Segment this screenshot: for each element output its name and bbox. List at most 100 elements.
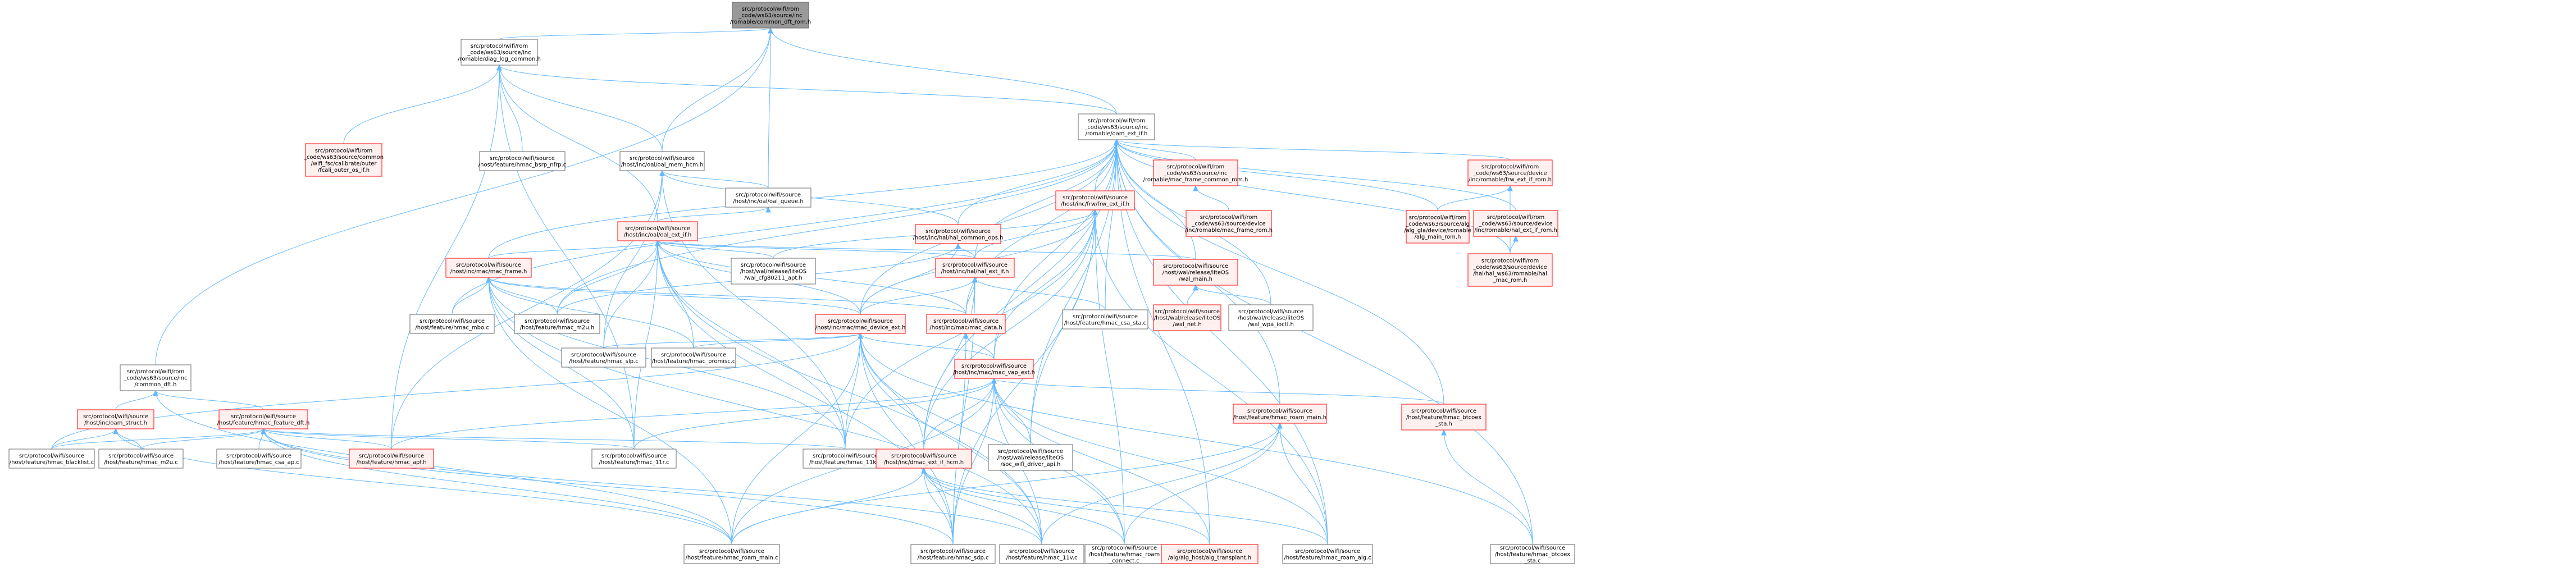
file-node-label: src/protocol/wifi/source — [231, 414, 296, 420]
file-node-frw-ext-if[interactable]: src/protocol/wifi/source/host/inc/frw/fr… — [1055, 190, 1135, 211]
file-node-wifi-fsc[interactable]: src/protocol/wifi/rom_code/ws63/source/c… — [303, 143, 384, 177]
file-node-hmac-roam-alg[interactable]: src/protocol/wifi/source/host/feature/hm… — [1282, 544, 1373, 564]
file-node-box — [1233, 404, 1327, 424]
file-node-oal-queue[interactable]: src/protocol/wifi/source/host/inc/oal/oa… — [725, 187, 811, 208]
file-node-label: /host/feature/hmac_11v.c — [1006, 555, 1077, 561]
file-node-label: /inc/romable/hal_ext_if_rom.h — [1474, 227, 1557, 234]
file-node-common-dft[interactable]: src/protocol/wifi/rom_code/ws63/source/i… — [120, 364, 192, 391]
file-node-hmac-feature-dft[interactable]: src/protocol/wifi/source/host/feature/hm… — [217, 409, 310, 429]
file-node-label: src/protocol/wifi/rom — [742, 6, 800, 12]
file-node-label: src/protocol/wifi/source — [525, 318, 590, 324]
file-node-frw-ext-if-rom[interactable]: src/protocol/wifi/rom_code/ws63/source/d… — [1467, 159, 1553, 186]
file-node-oal-ext-if[interactable]: src/protocol/wifi/source/host/inc/oal/oa… — [617, 221, 698, 241]
include-edge — [657, 240, 975, 259]
include-edge — [1437, 185, 1511, 211]
include-edge — [657, 240, 1196, 260]
file-node-box — [409, 314, 495, 334]
file-node-box — [1401, 404, 1487, 431]
include-edge — [1195, 185, 1229, 211]
include-edge — [263, 428, 846, 450]
include-edge — [1116, 139, 1511, 161]
file-node-mac-rom[interactable]: src/protocol/wifi/rom_code/ws63/source/d… — [1467, 253, 1553, 287]
include-edge — [1095, 209, 1328, 545]
file-node-hmac-csa-ap[interactable]: src/protocol/wifi/source/host/feature/hm… — [216, 449, 302, 469]
file-node-hmac-apf-h[interactable]: src/protocol/wifi/source/host/feature/hm… — [349, 449, 434, 469]
file-node-box — [1153, 159, 1238, 186]
include-edge — [662, 170, 846, 450]
file-node-hmac-m2u-c[interactable]: src/protocol/wifi/source/host/feature/hm… — [98, 449, 184, 469]
file-node-hal-common-ops[interactable]: src/protocol/wifi/source/host/inc/hal/ha… — [913, 224, 1004, 244]
file-node-cfg80211-api[interactable]: src/protocol/wifi/source/host/wal/releas… — [731, 258, 816, 285]
file-node-hmac-sdp[interactable]: src/protocol/wifi/source/host/feature/hm… — [910, 544, 996, 564]
file-node-label: src/protocol/wifi/source — [1073, 314, 1138, 320]
include-edge — [923, 209, 1096, 450]
include-edge — [974, 209, 1096, 259]
file-node-label: src/protocol/wifi/source — [1009, 548, 1074, 555]
file-node-hmac-btcoex-sta-h[interactable]: src/protocol/wifi/source/host/feature/hm… — [1401, 404, 1487, 431]
file-node-hmac-11r[interactable]: src/protocol/wifi/source/host/feature/hm… — [591, 449, 677, 469]
file-node-oam-ext-if[interactable]: src/protocol/wifi/rom_code/ws63/source/i… — [1078, 113, 1155, 140]
file-node-box — [77, 409, 154, 429]
file-node-label: /host/feature/hmac_apf.h — [356, 459, 426, 465]
file-node-oal-mem-hcm[interactable]: src/protocol/wifi/source/host/inc/oal/oa… — [619, 151, 705, 171]
include-edge — [499, 65, 523, 152]
file-node-hmac-blacklist[interactable]: src/protocol/wifi/source/host/feature/hm… — [8, 449, 95, 469]
file-node-hmac-m2u-h[interactable]: src/protocol/wifi/source/host/feature/hm… — [514, 314, 600, 334]
file-node-hal-ext-if-rom[interactable]: src/protocol/wifi/rom_code/ws63/source/d… — [1473, 210, 1558, 237]
include-edge — [952, 378, 995, 545]
file-node-label: src/protocol/wifi/source — [1411, 408, 1476, 414]
file-node-wal-net[interactable]: src/protocol/wifi/source/host/wal/releas… — [1153, 304, 1221, 331]
file-node-mac-device-ext[interactable]: src/protocol/wifi/source/host/inc/mac/ma… — [815, 314, 906, 334]
file-node-box — [915, 224, 1001, 244]
edge-arrowhead — [765, 206, 771, 213]
file-node-mac-frame[interactable]: src/protocol/wifi/source/host/inc/mac/ma… — [445, 258, 532, 278]
file-node-hmac-csa-sta[interactable]: src/protocol/wifi/source/host/feature/hm… — [1062, 309, 1148, 330]
file-node-label: /wal_wpa_ioctl.h — [1248, 322, 1294, 328]
file-node-hmac-btcoex-sta-c[interactable]: src/protocol/wifi/source/host/feature/hm… — [1490, 544, 1575, 564]
file-node-hmac-roam-main-h[interactable]: src/protocol/wifi/source/host/feature/hm… — [1233, 404, 1327, 424]
file-node-label: src/protocol/wifi/source — [920, 548, 986, 555]
file-node-hmac-mbo[interactable]: src/protocol/wifi/source/host/feature/hm… — [409, 314, 495, 334]
file-node-hmac-slp[interactable]: src/protocol/wifi/source/host/feature/hm… — [561, 347, 646, 368]
file-node-alg-transplant[interactable]: src/protocol/wifi/source/alg/alg_host/al… — [1161, 544, 1259, 564]
file-node-label: /host/inc/oal/oal_queue.h — [733, 198, 804, 204]
file-node-hmac-roam-main-c[interactable]: src/protocol/wifi/source/host/feature/hm… — [683, 544, 780, 564]
file-node-oam-struct[interactable]: src/protocol/wifi/source/host/inc/oam_st… — [77, 409, 154, 429]
file-node-bsrp-nfrp[interactable]: src/protocol/wifi/source/host/feature/hm… — [478, 151, 567, 171]
file-node-log-common[interactable]: src/protocol/wifi/rom_code/ws63/source/i… — [458, 39, 541, 66]
file-node-label: src/protocol/wifi/source — [1295, 548, 1360, 555]
edge-arrowhead — [486, 276, 491, 283]
include-edge — [499, 65, 663, 152]
file-node-label: /host/wal/release/liteOS — [1154, 315, 1220, 322]
file-node-hal-ext-if[interactable]: src/protocol/wifi/source/host/inc/hal/ha… — [935, 258, 1015, 278]
file-node-wal-wpa-ioctl[interactable]: src/protocol/wifi/source/host/wal/releas… — [1228, 304, 1314, 331]
file-node-mac-frame-rom[interactable]: src/protocol/wifi/rom_code/ws63/source/d… — [1185, 210, 1273, 237]
file-node-label: src/protocol/wifi/source — [1500, 545, 1565, 551]
file-node-alg-main-rom[interactable]: src/protocol/wifi/rom_code/ws63/source/a… — [1404, 210, 1471, 244]
file-node-mac-data[interactable]: src/protocol/wifi/source/host/inc/mac/ma… — [926, 314, 1006, 334]
file-node-wal-main[interactable]: src/protocol/wifi/source/host/wal/releas… — [1153, 259, 1238, 286]
file-node-label: _code/ws63/source/alg — [1405, 221, 1470, 227]
file-node-mac-vap-ext[interactable]: src/protocol/wifi/source/host/inc/mac/ma… — [953, 359, 1035, 379]
file-node-hmac-11v[interactable]: src/protocol/wifi/source/host/feature/hm… — [999, 544, 1084, 564]
file-node-label: src/protocol/wifi/rom — [1481, 164, 1539, 170]
file-node-box — [617, 221, 698, 241]
file-node-root[interactable]: src/protocol/wifi/rom_code/ws63/source/i… — [730, 2, 811, 29]
include-edge — [633, 378, 995, 450]
file-node-dmac-ext-if-hcm[interactable]: src/protocol/wifi/source/host/inc/dmac_e… — [876, 449, 972, 469]
file-node-label: src/protocol/wifi/rom — [1088, 118, 1146, 124]
file-node-label: /host/feature/hmac_feature_dft.h — [217, 420, 310, 426]
file-node-label: /wal_net.h — [1173, 322, 1201, 328]
include-edge — [657, 240, 774, 259]
file-node-label: src/protocol/wifi/source — [1177, 548, 1242, 555]
file-node-label: /host/feature/hmac_btcoex — [1495, 552, 1570, 558]
file-node-hmac-roam-connect[interactable]: src/protocol/wifi/source/host/feature/hm… — [1084, 544, 1164, 564]
edge-arrowhead — [1092, 209, 1098, 216]
file-node-box — [910, 544, 996, 564]
edge-arrowhead — [1277, 422, 1283, 429]
file-node-mac-frame-common-rom[interactable]: src/protocol/wifi/rom_code/ws63/source/i… — [1143, 159, 1248, 186]
file-node-box — [1055, 190, 1135, 211]
file-node-hmac-promisc[interactable]: src/protocol/wifi/source/host/feature/hm… — [651, 347, 736, 368]
file-node-soc-wifi-driver-api[interactable]: src/protocol/wifi/source/host/wal/releas… — [988, 444, 1073, 471]
file-node-hmac-11k[interactable]: src/protocol/wifi/source/host/feature/hm… — [803, 449, 888, 469]
